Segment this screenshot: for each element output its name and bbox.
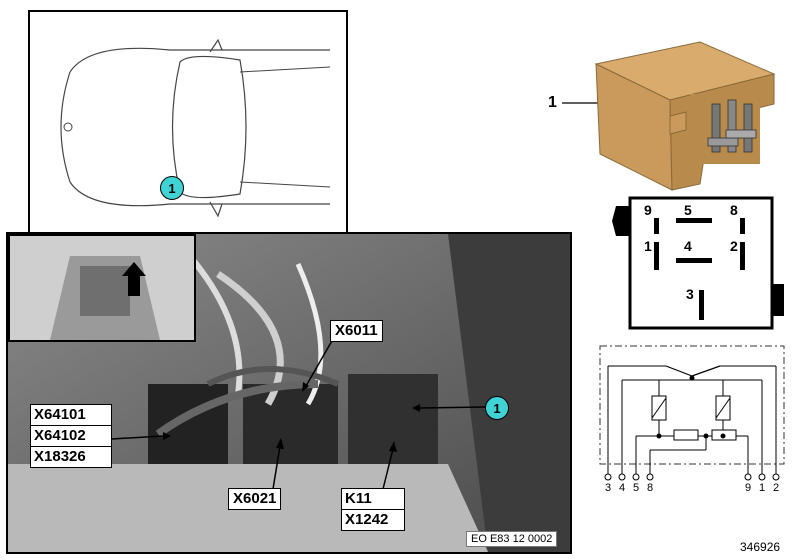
schematic-terminal-1: 1 <box>759 482 766 494</box>
schematic-terminal-3: 3 <box>605 482 612 494</box>
connector-label-x64102: X64102 <box>31 426 111 447</box>
pin-label-2: 2 <box>730 238 738 254</box>
schematic-terminal-4: 4 <box>619 482 626 494</box>
car-outline-drawing <box>60 38 331 218</box>
pin-label-9: 9 <box>644 202 652 218</box>
car-location-callout: 1 <box>160 176 184 200</box>
pin-label-8: 8 <box>730 202 738 218</box>
diagram-number: 346926 <box>740 540 781 554</box>
connector-label-x6011: X6011 <box>330 320 383 342</box>
relay-schematic <box>599 345 785 481</box>
pinout-frame <box>612 196 784 330</box>
part-number-label: 1 <box>548 94 557 111</box>
pin-label-5: 5 <box>684 202 692 218</box>
part-leader-line <box>562 102 598 104</box>
installation-photo-panel: X64101 X64102 X18326 X6011 X6021 K11 X12… <box>6 232 572 554</box>
car-outline-panel: 1 <box>28 10 348 244</box>
relay-illustration <box>594 41 776 191</box>
connector-label-x6021: X6021 <box>228 488 282 510</box>
pin-label-4: 4 <box>684 238 692 254</box>
leader-lines <box>111 338 486 490</box>
schematic-terminal-5: 5 <box>633 482 640 494</box>
connector-label-x18326: X18326 <box>34 448 86 465</box>
relay-location-callout: 1 <box>485 396 509 420</box>
engine-bay-inset <box>8 234 196 342</box>
connector-label-left-stack: X64101 X64102 X18326 <box>30 404 112 468</box>
schematic-terminal-8: 8 <box>647 482 654 494</box>
connector-label-x1242: X1242 <box>345 511 389 528</box>
connector-label-x64101: X64101 <box>31 405 111 426</box>
inset-photo <box>10 236 194 340</box>
pin-label-3: 3 <box>686 286 694 302</box>
pin-label-1: 1 <box>644 238 652 254</box>
schematic-terminal-2: 2 <box>773 482 780 494</box>
connector-label-k11-stack: K11 X1242 <box>341 488 405 531</box>
schematic-terminal-9: 9 <box>745 482 752 494</box>
connector-label-k11: K11 <box>342 489 404 510</box>
photo-reference-id: EO E83 12 0002 <box>466 531 558 547</box>
